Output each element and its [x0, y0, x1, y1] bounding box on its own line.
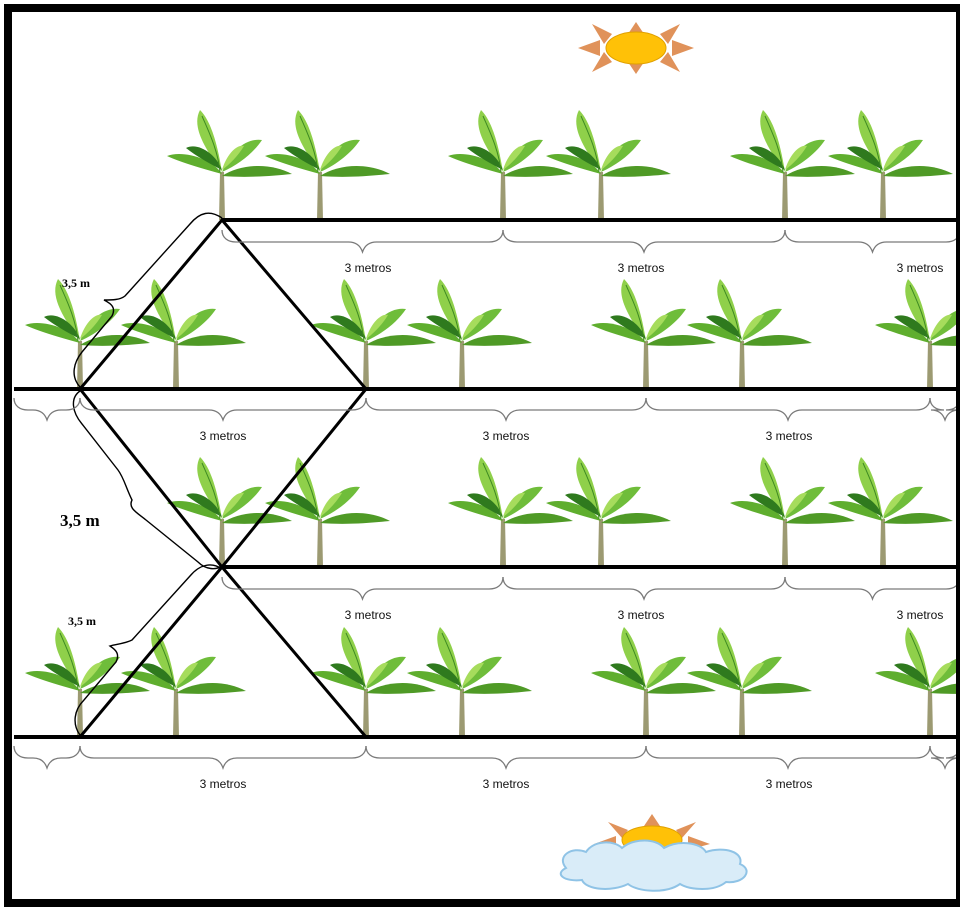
banana-plant-icon: [729, 109, 856, 221]
banana-plant-icon: [166, 456, 293, 568]
spacing-label: 3 metros: [618, 261, 665, 275]
spacing-brace: [365, 397, 647, 423]
banana-plants: [24, 109, 960, 738]
spacing-brace: [13, 397, 81, 423]
spacing-label: 3 metros: [200, 429, 247, 443]
spacing-brace: [784, 576, 960, 602]
planting-rows: [14, 218, 960, 739]
spacing-label: 3 metros: [897, 608, 944, 622]
triangular-spacing: [78, 217, 368, 738]
triangle-lower: [78, 564, 368, 738]
spacing-label: 3 metros: [618, 608, 665, 622]
banana-plant-icon: [310, 278, 437, 390]
spacing-label: 3 metros: [766, 429, 813, 443]
banana-plant-icon: [686, 626, 813, 738]
banana-plant-icon: [545, 109, 672, 221]
spacing-label: 3 metros: [345, 608, 392, 622]
spacing-brace: [502, 576, 786, 602]
diagonal-label-1: 3,5 m: [62, 276, 90, 290]
spacing-brace: [221, 229, 504, 255]
banana-plant-icon: [874, 278, 960, 390]
diagonal-brace-bottom: [74, 564, 223, 736]
spacing-brace: [221, 576, 504, 602]
banana-plant-icon: [24, 626, 151, 738]
diagonal-brace-top: [73, 212, 223, 388]
spacing-brace: [365, 745, 647, 771]
triangle-upper: [78, 217, 368, 570]
banana-plant-icon: [590, 626, 717, 738]
sun-icon: [578, 22, 694, 74]
banana-plant-icon: [24, 278, 151, 390]
spacing-label: 3 metros: [483, 429, 530, 443]
banana-plant-icon: [406, 278, 533, 390]
spacing-label: 3 metros: [200, 777, 247, 791]
banana-plant-icon: [729, 456, 856, 568]
spacing-brace: [784, 229, 960, 255]
banana-plant-icon: [310, 626, 437, 738]
spacing-label: 3 metros: [897, 261, 944, 275]
diagonal-brace-middle: [72, 390, 223, 570]
spacing-brace: [502, 229, 786, 255]
banana-plant-icon: [264, 456, 391, 568]
banana-plant-icon: [447, 109, 574, 221]
spacing-brace: [929, 397, 960, 423]
banana-plant-icon: [590, 278, 717, 390]
diagonal-label-3: 3,5 m: [68, 614, 96, 628]
banana-plant-icon: [166, 109, 293, 221]
spacing-brace: [13, 745, 81, 771]
spacing-label: 3 metros: [345, 261, 392, 275]
banana-plant-icon: [827, 109, 954, 221]
banana-plant-icon: [264, 109, 391, 221]
spacing-label: 3 metros: [483, 777, 530, 791]
banana-plant-icon: [447, 456, 574, 568]
spacing-brace: [645, 745, 931, 771]
banana-plant-icon: [686, 278, 813, 390]
spacing-brace: [645, 397, 931, 423]
sun-cloud-icon: [559, 814, 748, 892]
banana-plant-icon: [406, 626, 533, 738]
banana-plant-icon: [120, 278, 247, 390]
diagonal-braces: [72, 212, 223, 736]
spacing-brace: [79, 397, 367, 423]
spacing-label: 3 metros: [766, 777, 813, 791]
spacing-brace: [79, 745, 367, 771]
spacing-labels: 3 metros 3 metros 3 metros 3 metros 3 metros…: [200, 261, 944, 791]
diagram-frame: [4, 4, 960, 907]
diagonal-label-2: 3,5 m: [60, 511, 100, 530]
banana-plant-icon: [874, 626, 960, 738]
spacing-braces: [13, 229, 960, 771]
spacing-brace: [929, 745, 960, 771]
banana-plant-icon: [120, 626, 247, 738]
banana-plant-icon: [545, 456, 672, 568]
banana-plant-icon: [827, 456, 954, 568]
